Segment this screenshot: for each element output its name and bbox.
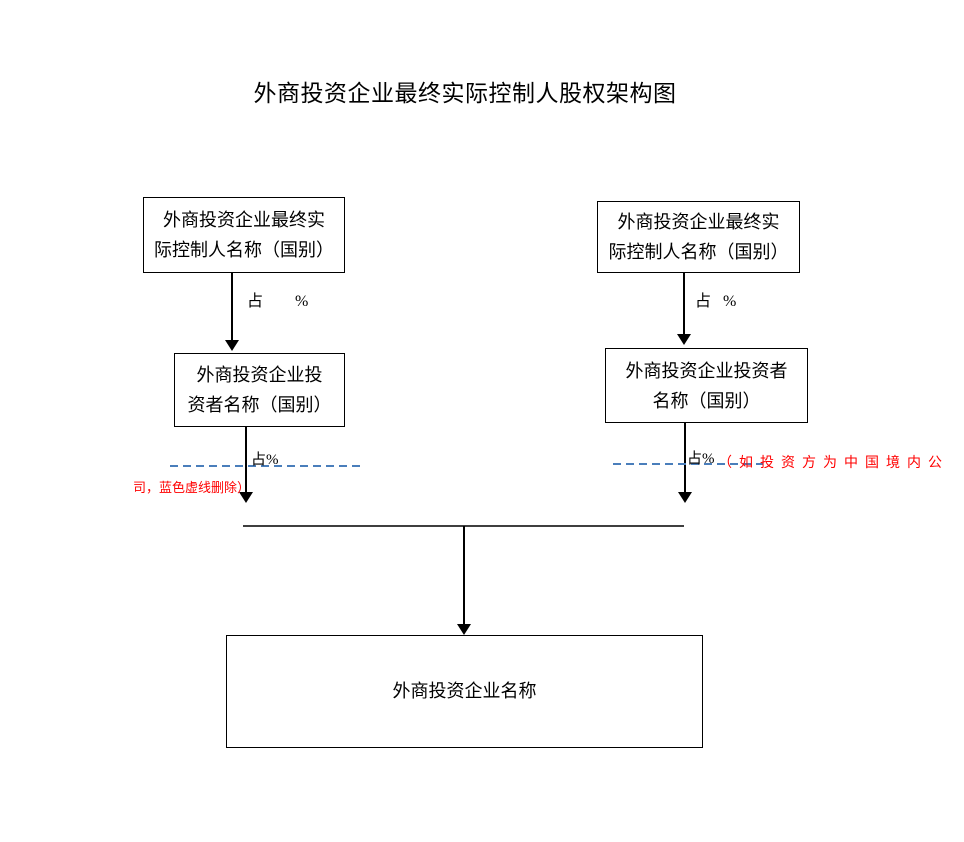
box-investor-right-line1: 外商投资企业投资者 (625, 360, 788, 381)
stake-label-left-top: 占 % (247, 293, 309, 310)
box-investor-right-line2: 名称（国别） (652, 390, 761, 411)
arrow-center (457, 526, 471, 635)
box-ultimate-controller-right-line2: 际控制人名称（国别） (608, 242, 789, 262)
arrow-right-top (677, 273, 691, 345)
box-investor-left-line2: 资者名称（国别） (187, 395, 332, 415)
arrow-right-bottom (678, 423, 692, 503)
arrow-down-icon (457, 624, 471, 635)
box-investor-right: 外商投资企业投资者 名称（国别） (605, 348, 808, 423)
box-ultimate-controller-right-line1: 外商投资企业最终实 (617, 212, 780, 232)
arrow-down-icon (225, 340, 239, 351)
box-ultimate-controller-right: 外商投资企业最终实 际控制人名称（国别） (597, 201, 800, 273)
box-ultimate-controller-left-line1: 外商投资企业最终实 (163, 210, 325, 230)
box-enterprise-label: 外商投资企业名称 (392, 681, 537, 701)
dashed-delete-line-left (170, 465, 360, 467)
page-title: 外商投资企业最终实际控制人股权架构图 (253, 81, 677, 106)
box-investor-left: 外商投资企业投 资者名称（国别） (174, 353, 345, 427)
arrow-center-shaft (463, 526, 465, 626)
stake-label-right-bottom: 占% (687, 451, 715, 467)
box-enterprise: 外商投资企业名称 (226, 635, 703, 748)
annotation-fragment-left: 司，蓝色虚线删除） (133, 480, 251, 495)
box-ultimate-controller-left: 外商投资企业最终实 际控制人名称（国别） (143, 197, 345, 273)
arrow-down-icon (678, 492, 692, 503)
arrow-down-icon (677, 334, 691, 345)
annotation-fragment-right: （如投资方为中国境内公 (718, 456, 949, 471)
box-investor-left-line1: 外商投资企业投 (196, 365, 323, 385)
arrow-left-bottom (239, 427, 253, 503)
arrow-down-icon (239, 492, 253, 503)
arrow-right-top-shaft (683, 273, 685, 336)
stake-label-left-bottom: 占% (251, 452, 279, 468)
arrow-right-bottom-shaft (684, 423, 686, 494)
box-ultimate-controller-left-line2: 际控制人名称（国别） (154, 240, 334, 260)
dashed-delete-line-right (613, 463, 763, 465)
arrow-left-top (225, 273, 239, 351)
stake-label-right-top: 占 % (695, 293, 737, 310)
arrow-left-bottom-shaft (245, 427, 247, 494)
arrow-left-top-shaft (231, 273, 233, 342)
